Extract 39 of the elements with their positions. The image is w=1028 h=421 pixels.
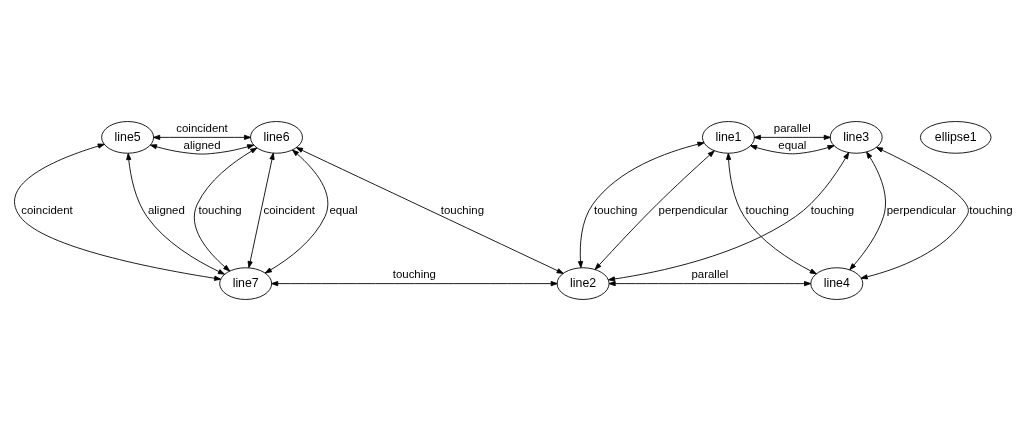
node-ellipse: line1 bbox=[702, 121, 755, 154]
arrow bbox=[193, 147, 258, 272]
edge-label: coincident bbox=[263, 203, 316, 216]
edge-label: parallel bbox=[773, 121, 811, 134]
edge-label: touching bbox=[810, 203, 855, 216]
node-ellipse: line5 bbox=[101, 121, 155, 154]
edge-label: equal bbox=[329, 203, 358, 216]
arrow bbox=[149, 144, 255, 155]
arrow bbox=[750, 145, 835, 155]
arrow bbox=[849, 151, 886, 271]
edge-label: touching bbox=[198, 203, 242, 216]
edge-label: coincident bbox=[176, 121, 228, 134]
arrow bbox=[14, 143, 222, 281]
arrow bbox=[860, 147, 969, 280]
arrow bbox=[608, 281, 812, 287]
arrow bbox=[753, 134, 831, 140]
edge-label: aligned bbox=[147, 203, 185, 216]
node-ellipse: ellipse1 bbox=[919, 121, 992, 154]
edge-label: touching bbox=[969, 203, 1013, 216]
edge-label: touching bbox=[745, 203, 789, 216]
arrow bbox=[153, 134, 252, 140]
edge-label: equal bbox=[778, 139, 807, 152]
arrow bbox=[594, 150, 715, 270]
arrow bbox=[271, 281, 558, 287]
edge-label: touching bbox=[594, 203, 638, 216]
arrow bbox=[725, 152, 817, 275]
edge-label: perpendicular bbox=[886, 203, 957, 216]
edge-label: touching bbox=[392, 267, 436, 280]
arrow bbox=[608, 152, 850, 282]
edge-label: perpendicular bbox=[658, 203, 728, 216]
arrow bbox=[295, 147, 564, 274]
arrow bbox=[577, 141, 705, 269]
edge-label: coincident bbox=[21, 203, 73, 216]
arrow bbox=[247, 152, 275, 269]
edge-label: aligned bbox=[183, 139, 221, 152]
edge-label: touching bbox=[440, 203, 485, 216]
arrow bbox=[126, 153, 225, 275]
edge-label: parallel bbox=[691, 267, 729, 280]
arrow bbox=[264, 149, 329, 274]
